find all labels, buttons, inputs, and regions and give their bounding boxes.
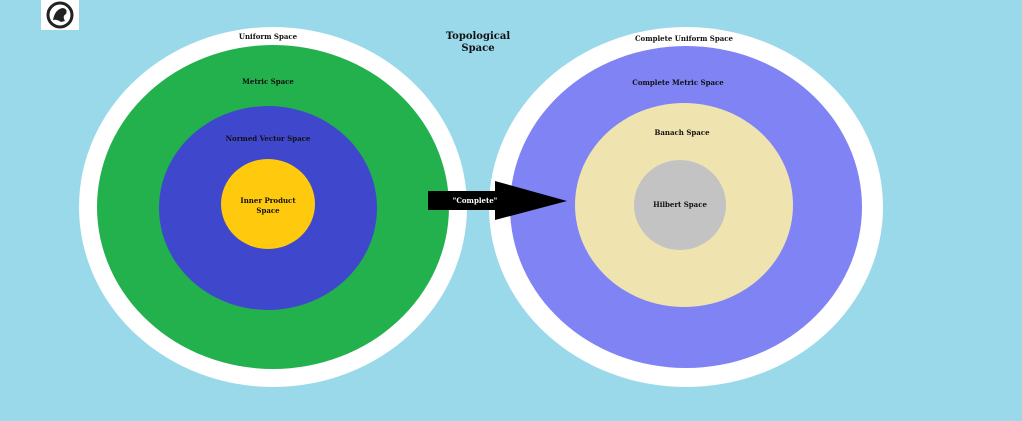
banach-space-label: Banach Space — [654, 128, 710, 137]
title-line-1: Topological — [446, 31, 510, 42]
complete-uniform-label: Complete Uniform Space — [635, 34, 734, 43]
left-diagram: Uniform Space Metric Space Normed Vector… — [79, 27, 467, 387]
normed-space-label: Normed Vector Space — [226, 134, 311, 143]
right-diagram: Complete Uniform Space Complete Metric S… — [489, 27, 883, 387]
hilbert-space-ellipse — [634, 160, 726, 250]
gecko-logo-icon — [46, 1, 74, 29]
hilbert-space-label: Hilbert Space — [653, 200, 707, 209]
inner-product-label-2: Space — [256, 206, 280, 215]
logo — [41, 0, 79, 30]
inner-product-ellipse — [221, 159, 315, 249]
complete-metric-label: Complete Metric Space — [632, 78, 724, 87]
complete-arrow-label: "Complete" — [453, 196, 498, 205]
title-line-2: Space — [461, 43, 494, 54]
inner-product-label-1: Inner Product — [240, 196, 296, 205]
arrow-icon — [428, 181, 567, 220]
uniform-space-label: Uniform Space — [239, 32, 298, 41]
metric-space-label: Metric Space — [242, 77, 294, 86]
complete-arrow: "Complete" — [428, 181, 567, 220]
